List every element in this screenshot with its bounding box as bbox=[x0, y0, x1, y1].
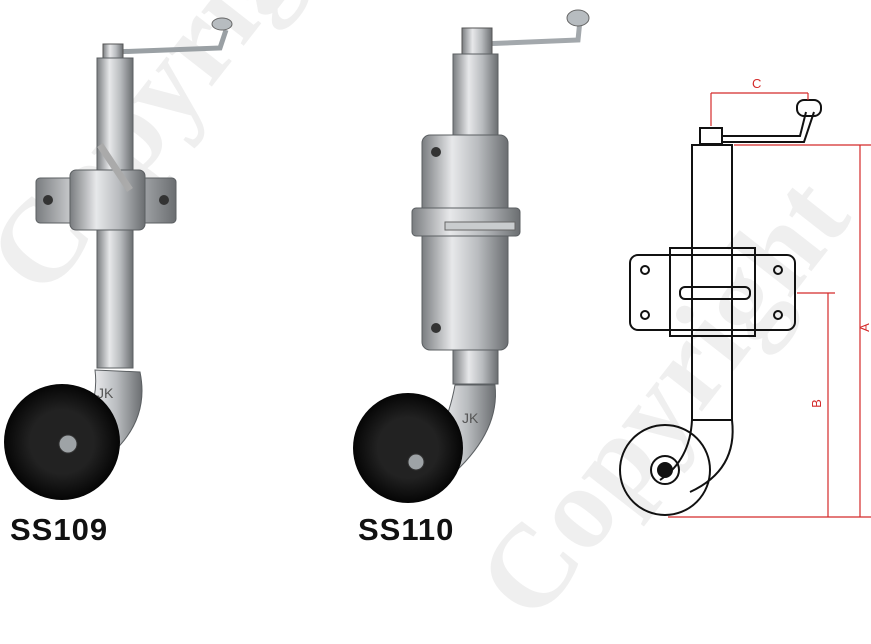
ss110-label: SS110 bbox=[358, 512, 455, 547]
ss109-jack-image bbox=[4, 17, 233, 500]
ss109-jk-mark: JK bbox=[97, 385, 114, 401]
dimension-diagram bbox=[619, 92, 871, 518]
dimension-label-a: A bbox=[856, 323, 871, 332]
ss110-jk-mark: JK bbox=[462, 410, 479, 426]
dimension-label-c: C bbox=[752, 76, 762, 91]
dimension-label-b: B bbox=[808, 399, 824, 408]
ss110-jack-image bbox=[353, 9, 590, 503]
ss109-label: SS109 bbox=[10, 512, 109, 547]
